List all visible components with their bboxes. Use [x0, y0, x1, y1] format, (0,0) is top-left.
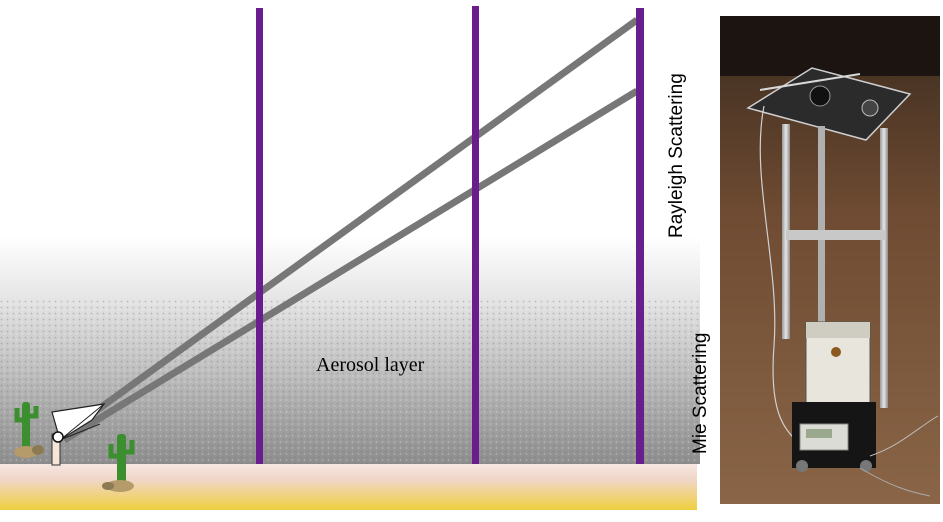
pole-3 — [636, 8, 644, 464]
mie-scattering-label: Mie Scattering — [690, 332, 711, 454]
instrument-photo — [720, 16, 940, 504]
pole-1 — [256, 8, 263, 464]
rock-icon — [102, 480, 134, 492]
telescope-icon — [51, 403, 106, 466]
beam-upper — [61, 17, 640, 437]
pole-2 — [472, 6, 479, 464]
cactus-icon — [14, 402, 39, 452]
rock-icon — [14, 445, 44, 458]
aerosol-layer-label: Aerosol layer — [316, 354, 425, 376]
rayleigh-scattering-label: Rayleigh Scattering — [666, 73, 687, 238]
cactus-icon — [108, 434, 135, 486]
beam-lower — [62, 88, 639, 443]
aerosol-texture — [0, 300, 700, 464]
scattering-diagram — [0, 6, 700, 510]
